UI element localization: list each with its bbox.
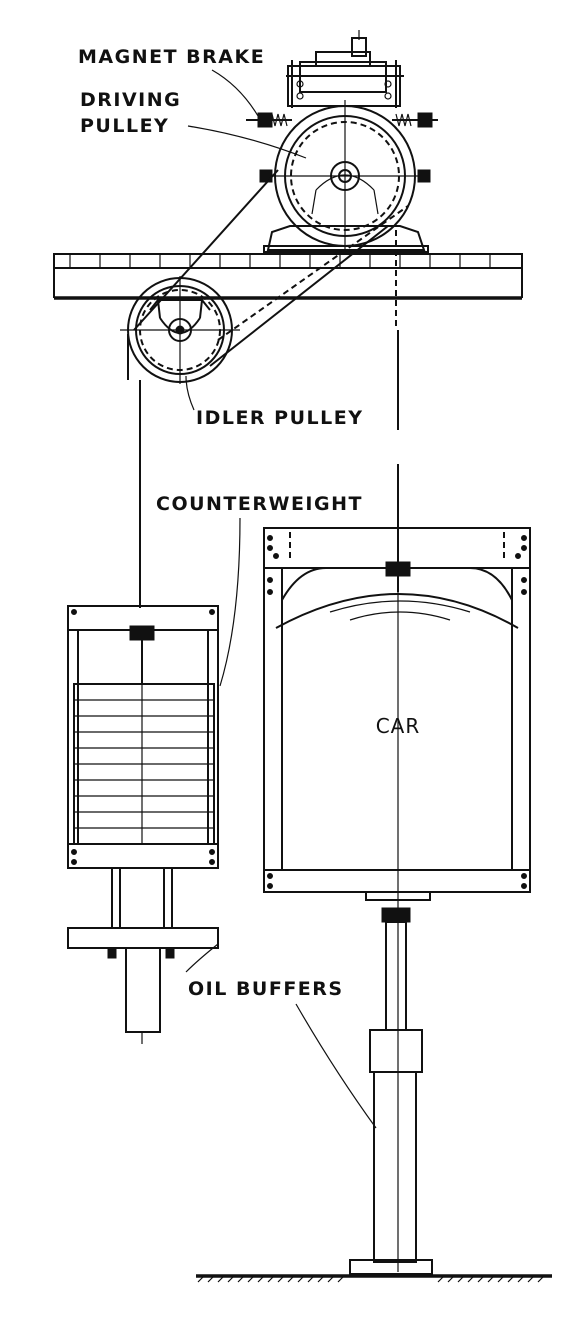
driving-pulley-label-line2: PULLEY bbox=[80, 115, 169, 137]
idler-pulley bbox=[120, 276, 240, 384]
magnet-brake-label: MAGNET BRAKE bbox=[78, 46, 265, 68]
pit-floor bbox=[196, 1274, 552, 1283]
machine-floor-beam bbox=[53, 253, 523, 300]
driving-pulley bbox=[259, 100, 431, 250]
magnet-brake bbox=[246, 112, 438, 128]
oil-buffers-label: OIL BUFFERS bbox=[188, 978, 344, 1000]
elevator-car: CAR bbox=[263, 527, 531, 1272]
car-oil-buffer bbox=[349, 891, 433, 1275]
label-magnet-brake: MAGNET BRAKE bbox=[78, 46, 265, 117]
hoist-ropes bbox=[127, 169, 409, 608]
counterweight-label: COUNTERWEIGHT bbox=[156, 493, 363, 515]
label-driving-pulley: DRIVING PULLEY bbox=[80, 89, 307, 159]
counterweight-oil-buffer bbox=[67, 927, 219, 1044]
car-label: CAR bbox=[376, 714, 421, 738]
label-idler-pulley: IDLER PULLEY bbox=[185, 375, 363, 429]
label-oil-buffers: OIL BUFFERS bbox=[185, 943, 377, 1129]
label-counterweight: COUNTERWEIGHT bbox=[156, 493, 363, 687]
idler-pulley-label: IDLER PULLEY bbox=[196, 407, 363, 429]
driving-pulley-label-line1: DRIVING bbox=[80, 89, 181, 111]
counterweight bbox=[67, 605, 219, 928]
